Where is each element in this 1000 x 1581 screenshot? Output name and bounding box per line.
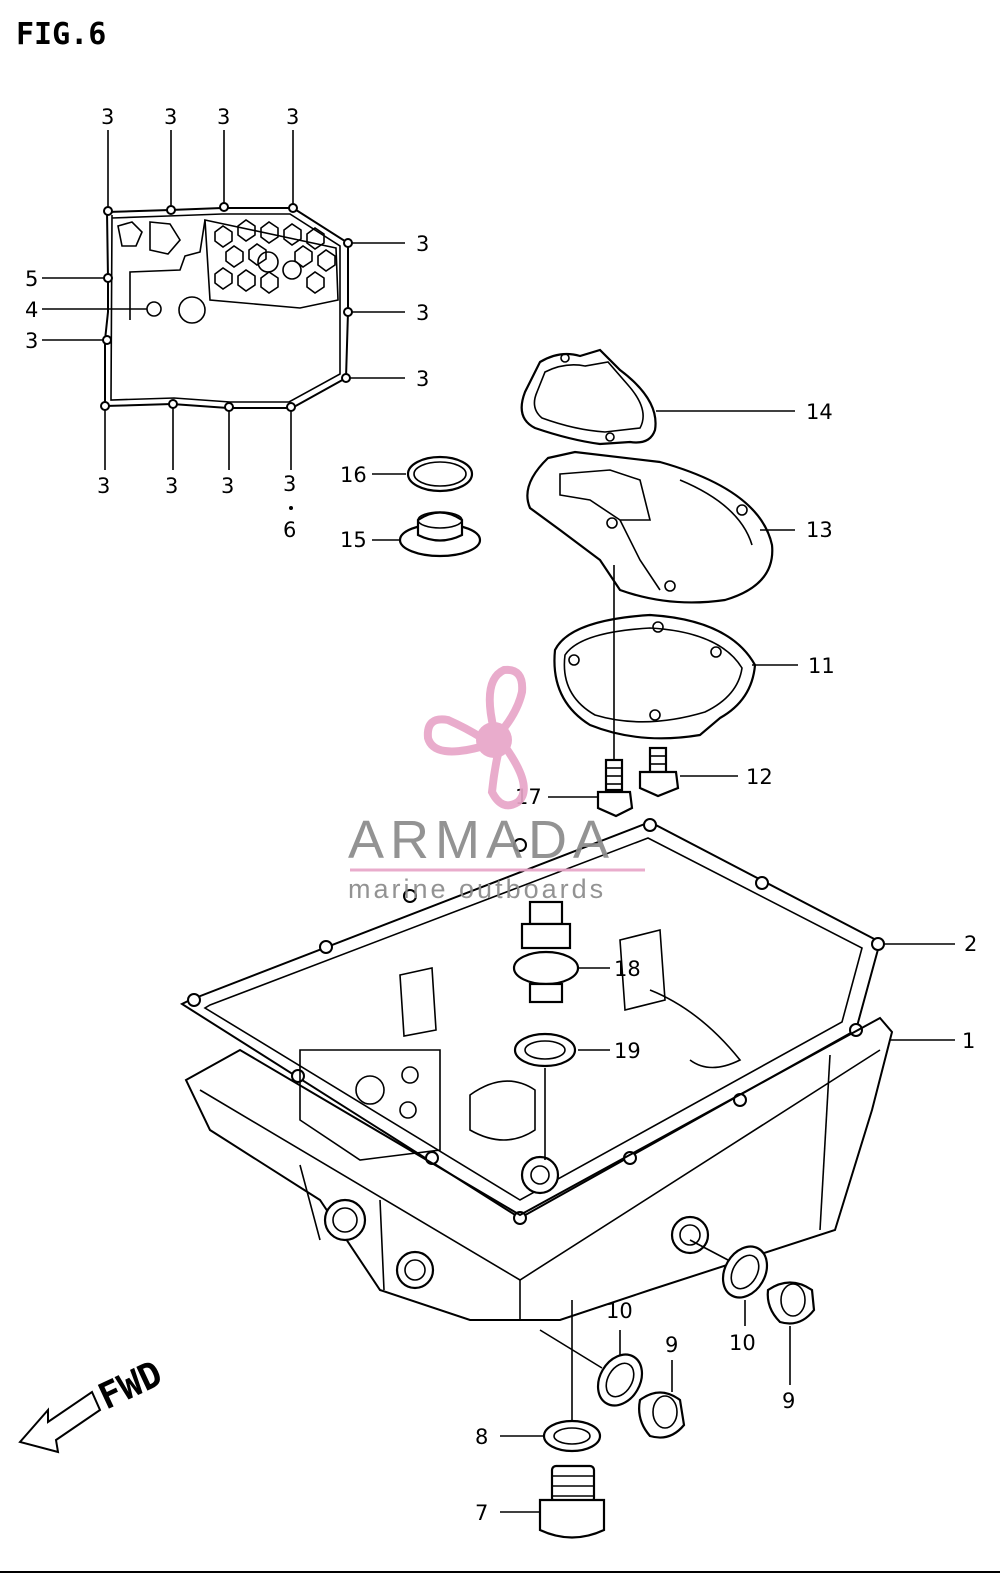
fwd-label: FWD	[92, 1354, 168, 1419]
oil-pan-1	[184, 928, 955, 1321]
callout-14: 14	[806, 400, 833, 424]
armada-watermark: ARMADA marine outboards	[348, 665, 645, 904]
callout-9: 9	[782, 1389, 795, 1413]
callout-2: 2	[964, 932, 977, 956]
cap-15	[372, 511, 482, 558]
callout-3: 3	[101, 105, 114, 129]
callout-3: 3	[97, 474, 110, 498]
gasket-8	[500, 1419, 602, 1453]
strainer-cover-11	[553, 613, 798, 740]
callout-3: 3	[217, 105, 230, 129]
callout-1: 1	[962, 1029, 975, 1053]
forward-direction-arrow: FWD	[18, 1354, 169, 1454]
oil-strainer-gasket-inset	[42, 130, 405, 510]
watermark-tagline: marine outboards	[348, 874, 606, 904]
callout-19: 19	[614, 1039, 641, 1063]
plug-9-left	[638, 1360, 686, 1439]
callout-3: 3	[221, 474, 234, 498]
callout-16: 16	[340, 463, 367, 487]
callout-9: 9	[665, 1333, 678, 1357]
callout-7: 7	[475, 1501, 488, 1525]
oil-strainer-13	[526, 450, 795, 604]
callout-12: 12	[746, 765, 773, 789]
propeller-logo	[423, 665, 528, 810]
drain-plug-7	[500, 1464, 606, 1539]
callout-8: 8	[475, 1425, 488, 1449]
bolt-17	[548, 758, 634, 818]
bolt-12	[638, 746, 738, 798]
figure-title: FIG.6	[16, 17, 106, 52]
watermark-brand: ARMADA	[348, 810, 615, 870]
callout-3: 3	[25, 329, 38, 353]
washer-10-left	[539, 1329, 644, 1407]
washer-10-right	[689, 1239, 769, 1326]
callout-3: 3	[283, 472, 296, 496]
callout-3: 3	[416, 367, 429, 391]
callout-3: 3	[416, 232, 429, 256]
callout-3: 3	[416, 301, 429, 325]
callout-4: 4	[25, 298, 38, 322]
callout-3: 3	[165, 474, 178, 498]
callout-15: 15	[340, 528, 367, 552]
callout-5: 5	[25, 267, 38, 291]
washer-19	[513, 1032, 610, 1160]
callout-6: 6	[283, 518, 296, 542]
callout-10: 10	[729, 1331, 756, 1355]
callout-3: 3	[164, 105, 177, 129]
callout-3: 3	[286, 105, 299, 129]
gasket-14	[520, 348, 795, 446]
plug-9-right	[766, 1281, 816, 1385]
callout-11: 11	[808, 654, 835, 678]
callout-10: 10	[606, 1299, 633, 1323]
inset-callouts: 3 3 3 3 3 3 3 5 4 3 3 3 3 3 6	[25, 105, 429, 542]
oil-pressure-switch-18	[512, 900, 610, 1004]
callout-18: 18	[614, 957, 641, 981]
o-ring-16	[372, 455, 474, 493]
callout-13: 13	[806, 518, 833, 542]
